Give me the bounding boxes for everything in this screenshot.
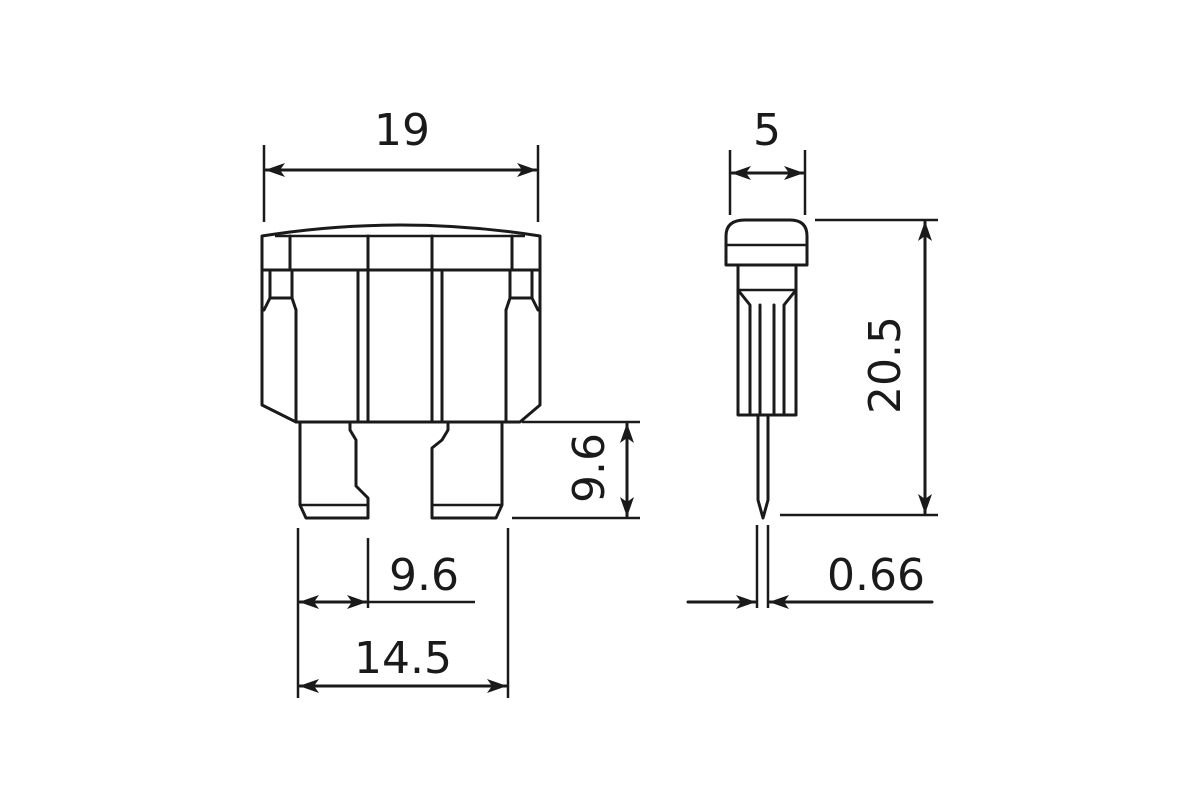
left-shoulder-slope	[262, 296, 298, 312]
left-shoulder	[268, 268, 294, 300]
dim-0-66-label: 0.66	[827, 550, 925, 601]
side-body-step-left	[736, 288, 752, 417]
right-shoulder	[508, 268, 534, 300]
dim-19-label: 19	[374, 105, 430, 156]
right-shoulder-slope	[504, 296, 540, 312]
left-blade	[298, 420, 370, 520]
fuse-body-outline	[260, 223, 542, 424]
dim-14-5-label: 14.5	[354, 633, 452, 684]
side-body-step-right	[782, 288, 798, 417]
right-blade	[430, 420, 504, 520]
dim-20-5-label: 20.5	[860, 316, 911, 414]
side-body	[736, 263, 798, 417]
dim-9-6h-label: 9.6	[389, 550, 459, 601]
side-pin	[756, 413, 770, 520]
front-view: 19 9.6 9.6 14.5	[260, 105, 640, 698]
side-view: 5 20.5 0.66	[686, 105, 938, 609]
side-cap	[724, 218, 809, 267]
dim-5-label: 5	[753, 105, 781, 156]
dim-9-6v-label: 9.6	[564, 433, 615, 503]
